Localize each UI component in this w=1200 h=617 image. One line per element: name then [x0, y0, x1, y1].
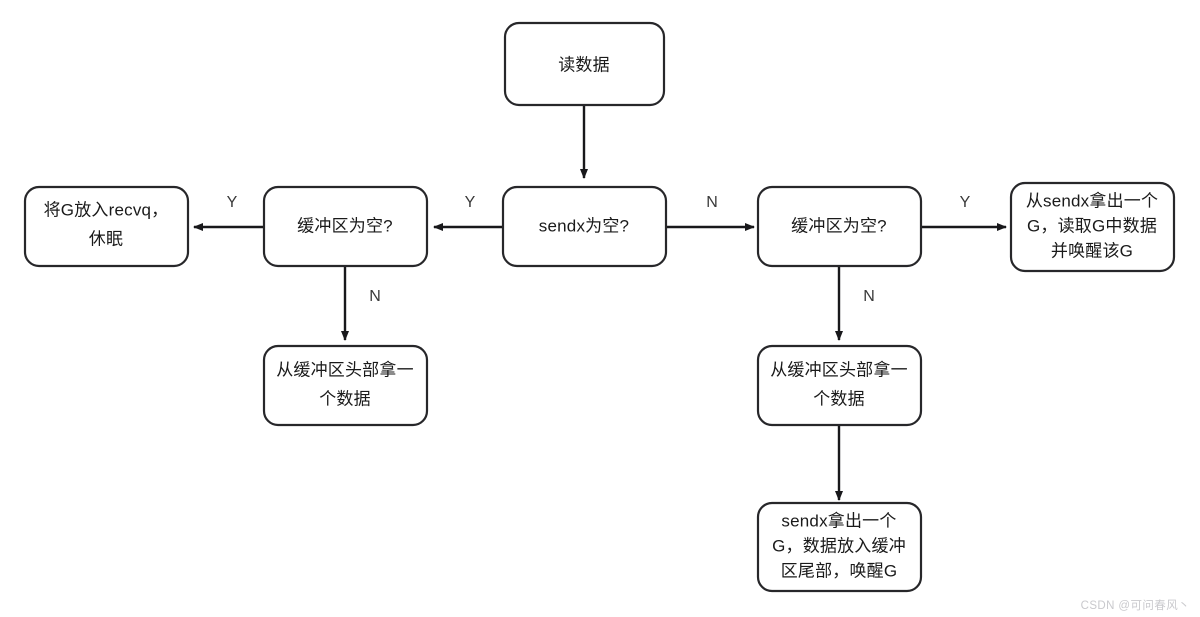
node-pop-sendx-read-label-line1: 从sendx拿出一个: [1026, 190, 1158, 210]
node-park-g[interactable]: 将G放入recvq， 休眠: [23, 185, 190, 268]
edge-sendx-yes-to-buffer-left: Y: [433, 194, 502, 231]
node-buffer-empty-left-shape[interactable]: [262, 185, 429, 268]
node-take-from-buffer-left-label-line2: 个数据: [319, 389, 371, 408]
node-buffer-empty-right[interactable]: 缓冲区为空?: [756, 185, 923, 268]
node-take-from-buffer-left-shape[interactable]: [262, 344, 429, 427]
edge-sendx-no-to-buffer-right: N: [666, 194, 755, 231]
edge-label-buffer-left-no: N: [369, 288, 381, 305]
node-read-data-label: 读数据: [558, 55, 610, 74]
node-sendx-empty-shape[interactable]: [501, 185, 668, 268]
node-pop-sendx-read-label-line3: 并唤醒该G: [1051, 241, 1133, 260]
edge-label-buffer-right-no: N: [863, 288, 875, 305]
node-read-data-shape[interactable]: [503, 21, 666, 107]
node-take-from-buffer-right-label-line2: 个数据: [813, 389, 865, 408]
edge-label-buffer-left-yes: Y: [227, 194, 238, 211]
edge-buffer-left-no-to-take: N: [341, 266, 381, 341]
edge-group: Y N Y N Y: [193, 104, 1007, 501]
node-take-from-buffer-left[interactable]: 从缓冲区头部拿一 个数据: [262, 344, 429, 427]
edge-buffer-right-no-to-take: N: [835, 266, 875, 341]
node-take-from-buffer-right-shape[interactable]: [756, 344, 923, 427]
node-buffer-empty-right-shape[interactable]: [756, 185, 923, 268]
node-park-g-shape[interactable]: [23, 185, 190, 268]
node-take-from-buffer-left-label-line1: 从缓冲区头部拿一: [276, 359, 414, 379]
node-pop-sendx-enqueue[interactable]: sendx拿出一个 G，数据放入缓冲 区尾部，唤醒G: [756, 501, 923, 593]
csdn-watermark: CSDN @可问春风丶: [1080, 600, 1190, 612]
edge-label-buffer-right-yes: Y: [960, 194, 971, 211]
node-read-data[interactable]: 读数据: [503, 21, 666, 107]
node-sendx-empty-label: sendx为空?: [539, 216, 629, 235]
edge-buffer-right-yes-to-pop: Y: [920, 194, 1007, 231]
node-pop-sendx-read-label-line2: G，读取G中数据: [1027, 216, 1157, 235]
node-take-from-buffer-right-label-line1: 从缓冲区头部拿一: [770, 359, 908, 379]
node-buffer-empty-left-label: 缓冲区为空?: [297, 216, 393, 235]
node-sendx-empty[interactable]: sendx为空?: [501, 185, 668, 268]
node-buffer-empty-right-label: 缓冲区为空?: [791, 216, 887, 235]
node-park-g-label-line1: 将G放入recvq，: [44, 200, 169, 219]
node-pop-sendx-enqueue-label-line3: 区尾部，唤醒G: [781, 561, 898, 580]
edge-buffer-left-yes-to-park: Y: [193, 194, 264, 231]
node-pop-sendx-read[interactable]: 从sendx拿出一个 G，读取G中数据 并唤醒该G: [1009, 181, 1176, 273]
edge-label-sendx-no: N: [706, 194, 718, 211]
node-pop-sendx-enqueue-label-line1: sendx拿出一个: [781, 510, 896, 530]
node-park-g-label-line2: 休眠: [89, 229, 123, 248]
node-pop-sendx-enqueue-label-line2: G，数据放入缓冲: [772, 536, 906, 555]
node-take-from-buffer-right[interactable]: 从缓冲区头部拿一 个数据: [756, 344, 923, 427]
node-pop-sendx-read-shape[interactable]: [1009, 181, 1176, 273]
node-buffer-empty-left[interactable]: 缓冲区为空?: [262, 185, 429, 268]
node-pop-sendx-enqueue-shape[interactable]: [756, 501, 923, 593]
edge-label-sendx-yes: Y: [465, 194, 476, 211]
